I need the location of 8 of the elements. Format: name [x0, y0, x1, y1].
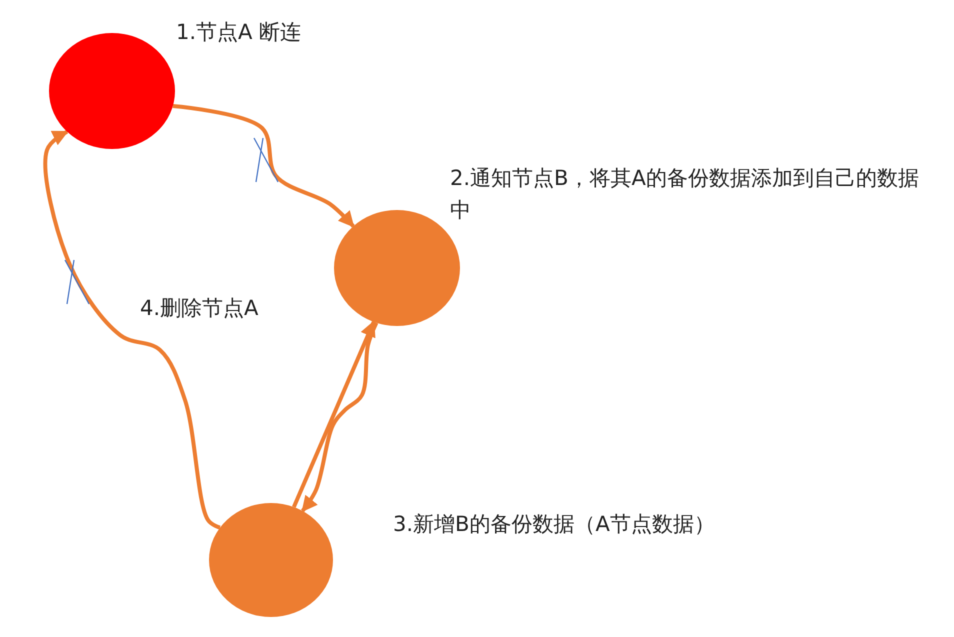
arrow	[43, 130, 221, 530]
node-caption: 2.通知节点B，将其A的备份数据添加到自己的数据中	[450, 165, 920, 224]
node-caption: 1.节点A 断连	[176, 19, 302, 46]
arrow	[300, 322, 378, 512]
step-label: 4.删除节点A	[140, 295, 258, 322]
node-caption: 3.新增B的备份数据（A节点数据）	[393, 511, 716, 538]
arrow	[172, 104, 355, 228]
arrow	[292, 320, 376, 508]
